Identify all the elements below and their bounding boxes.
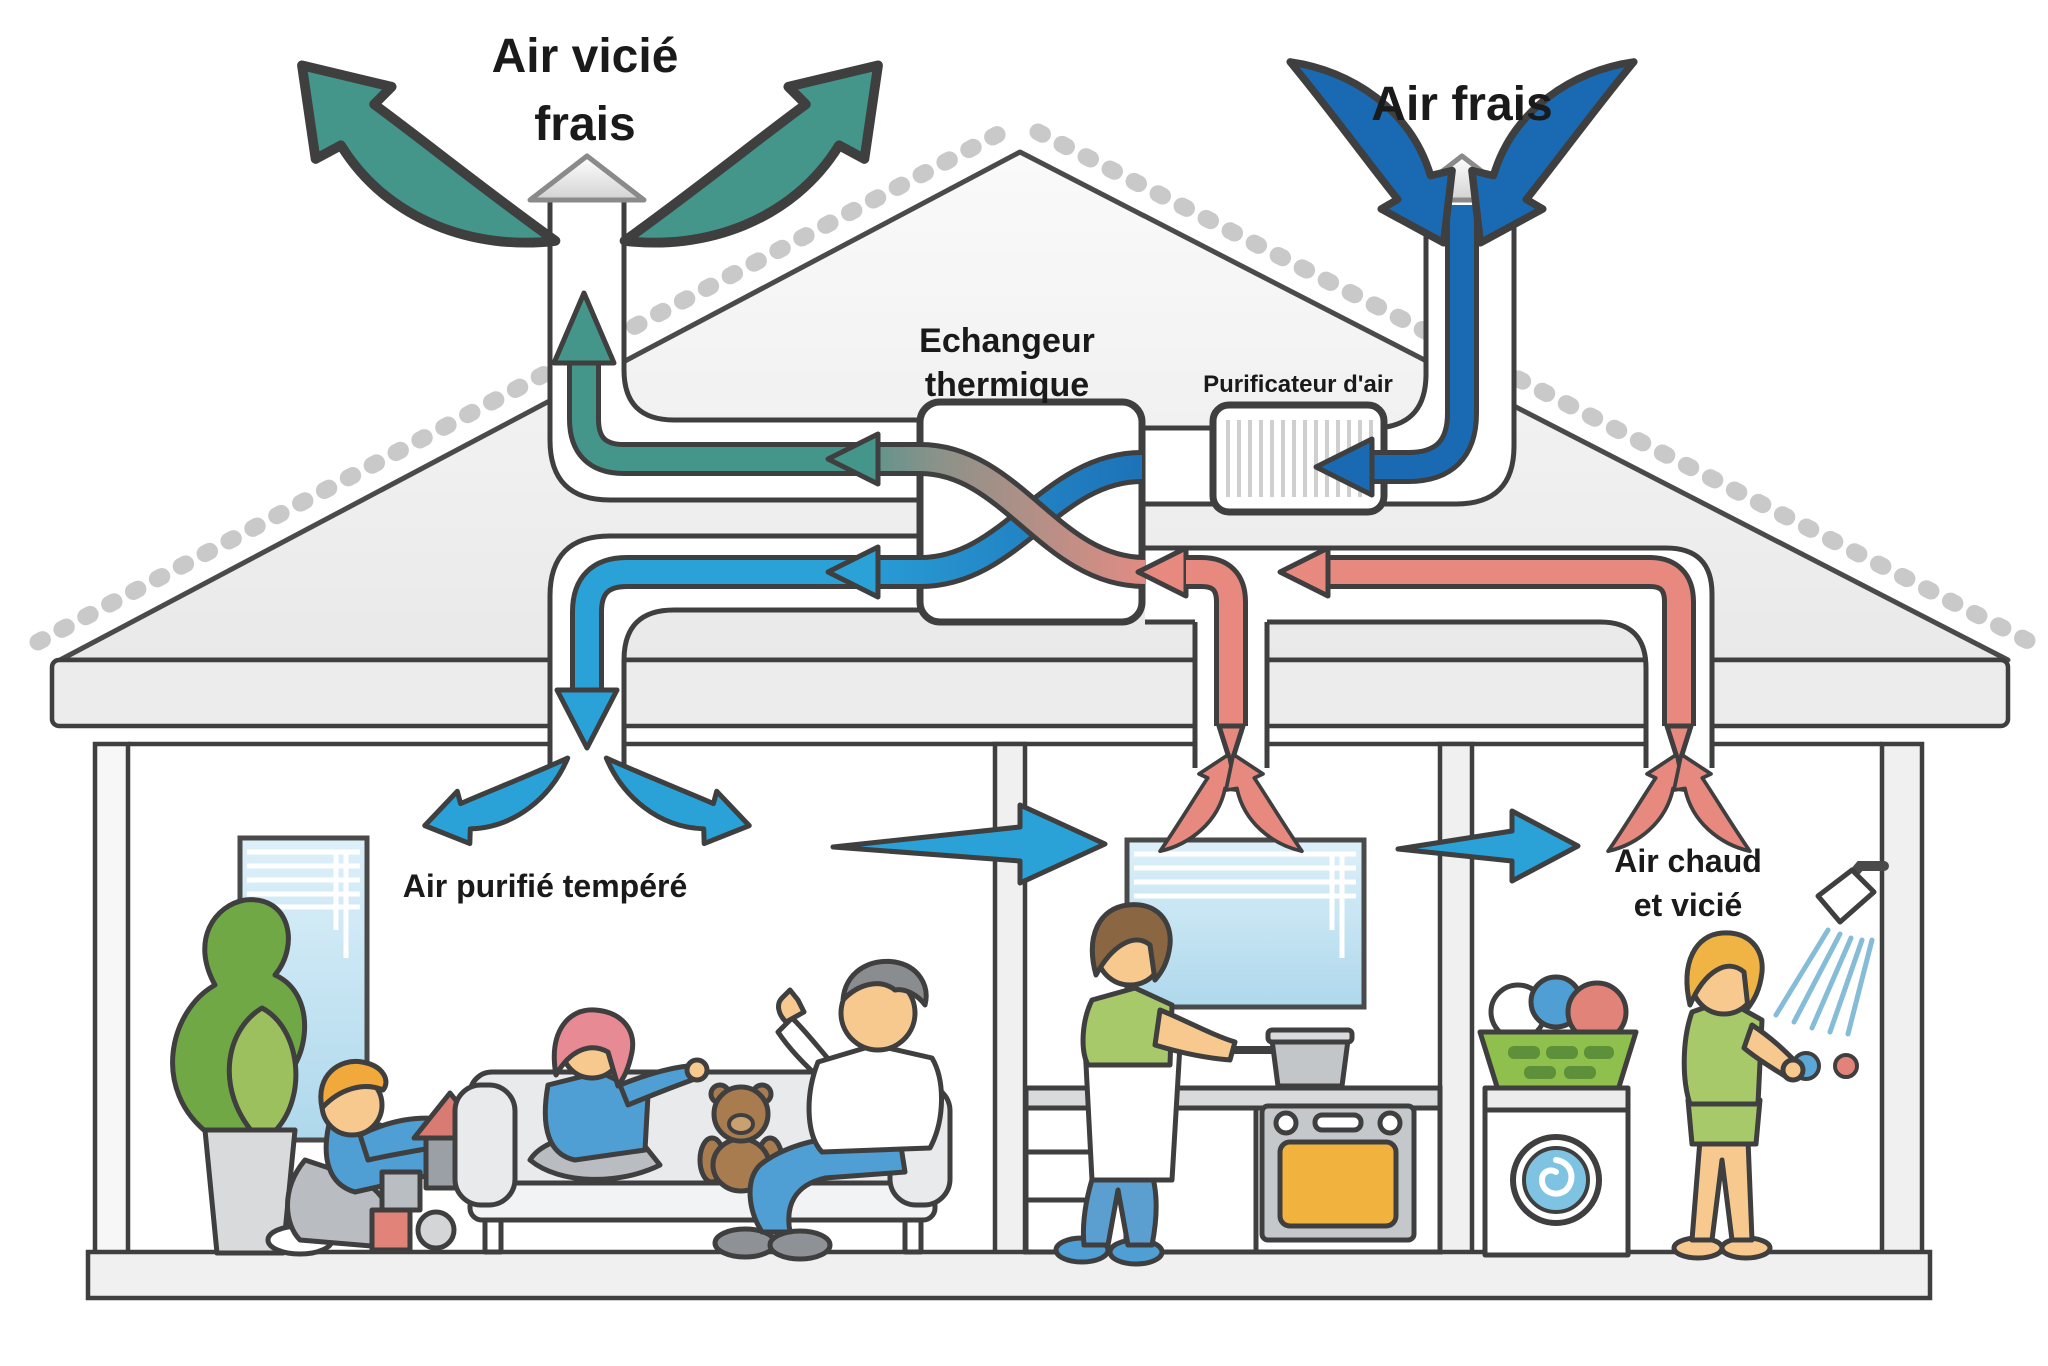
girl-hair <box>551 1007 636 1089</box>
exhaust-arrowhead <box>825 431 881 487</box>
floor-slab <box>85 1249 1933 1301</box>
stale-air-out-arrow-left <box>302 65 556 242</box>
sofa-leg <box>482 1215 504 1255</box>
woman-hand <box>1780 1057 1806 1083</box>
bath-woman <box>1671 930 1806 1261</box>
supply-down-arrowhead <box>554 687 620 751</box>
block-red <box>369 1207 413 1253</box>
sofa-armrest <box>452 1082 518 1208</box>
kitchen <box>1023 837 1443 1267</box>
exchanger-label-line2: thermique <box>925 366 1089 404</box>
laundry <box>1477 974 1639 1093</box>
teddy-bear <box>697 1082 785 1194</box>
supply-air-label: Air purifié tempéré <box>403 868 688 904</box>
stale-air-out-arrow-right <box>625 65 879 242</box>
sofa-seat <box>467 1180 938 1223</box>
extract-arrowhead-bath <box>1277 545 1331 599</box>
toy-ball <box>415 1209 457 1251</box>
intake-arrowhead <box>1313 436 1375 498</box>
man-shoe <box>767 1228 833 1262</box>
washer-top <box>1482 1085 1631 1113</box>
supply-arrowhead <box>825 544 881 600</box>
extract-label-line2: et vicié <box>1634 887 1743 923</box>
man-hair <box>840 958 929 1008</box>
supply-diffuse-arrow-left <box>425 713 569 871</box>
bathroom <box>1477 861 1889 1261</box>
toy-blocks <box>369 1169 457 1253</box>
curved-arrows <box>302 61 1775 886</box>
shower <box>1773 861 1889 1081</box>
oven <box>1259 1103 1417 1243</box>
wall-right <box>1879 741 1925 1257</box>
kitchen-woman <box>1053 902 1238 1267</box>
fresh-air-label: Air frais <box>1371 78 1552 131</box>
transfer-arrow-living-to-kitchen <box>830 802 1108 886</box>
kitchen-extract-tail <box>1216 723 1246 767</box>
living-room <box>170 835 953 1262</box>
shower-spray <box>1773 927 1875 1037</box>
block-gray <box>379 1169 423 1213</box>
boy-hair <box>318 1058 389 1111</box>
woman-legs <box>1689 1137 1755 1243</box>
man-on-sofa <box>712 958 944 1262</box>
house-shell <box>49 657 2011 1301</box>
woman-hair <box>1684 930 1765 1011</box>
extract-label-line1: Air chaud <box>1614 843 1762 879</box>
supply-diffuse-arrow-right <box>605 713 749 871</box>
potted-plant <box>170 897 308 1256</box>
wall-left <box>92 741 131 1257</box>
exhaust-up-arrowhead <box>551 290 617 366</box>
stale-air-label-line2: frais <box>534 98 635 151</box>
oven-knob <box>1377 1110 1403 1136</box>
sofa-leg <box>902 1215 924 1255</box>
stale-air-label-line1: Air vicié <box>492 30 679 83</box>
oven-knob <box>1273 1110 1299 1136</box>
transfer-arrow-kitchen-to-bath <box>1395 808 1581 884</box>
exhaust-vent-cap <box>527 153 647 203</box>
laundry-basket <box>1477 1029 1639 1093</box>
bath-extract-tail <box>1664 723 1694 767</box>
boy-playing <box>265 1058 465 1257</box>
purifier-label: Purificateur d'air <box>1203 371 1393 398</box>
pot-lid <box>1265 1027 1355 1045</box>
eave-band <box>49 657 2011 729</box>
woman-shorts <box>1685 1097 1763 1147</box>
woman-jeans <box>1080 1165 1159 1248</box>
roof-tile-trim-right <box>1029 123 2039 651</box>
shower-knob-hot <box>1833 1053 1859 1079</box>
washer-spiral <box>1539 1157 1575 1197</box>
flow-bands <box>551 205 1696 767</box>
roof-tile-trim-left <box>29 123 1011 651</box>
man-shirt <box>806 1042 944 1155</box>
wall-divider-kitchen-bath <box>1437 741 1475 1257</box>
duct-channels <box>547 200 1715 768</box>
shower-head <box>1815 867 1877 925</box>
woman-hair <box>1090 902 1173 983</box>
cooking-pot <box>1232 1027 1355 1089</box>
pot-body <box>1269 1037 1351 1089</box>
oven-display <box>1312 1112 1364 1133</box>
washer-glass <box>1522 1146 1590 1214</box>
man-hand <box>776 987 807 1025</box>
exchanger-label-line1: Echangeur <box>919 322 1095 360</box>
oven-window <box>1277 1139 1399 1229</box>
washing-machine <box>1482 1085 1631 1258</box>
woman-top <box>1681 997 1765 1107</box>
woman-arm <box>1152 1007 1238 1063</box>
girl-on-sofa <box>527 1007 710 1182</box>
girl-hand <box>684 1057 710 1083</box>
